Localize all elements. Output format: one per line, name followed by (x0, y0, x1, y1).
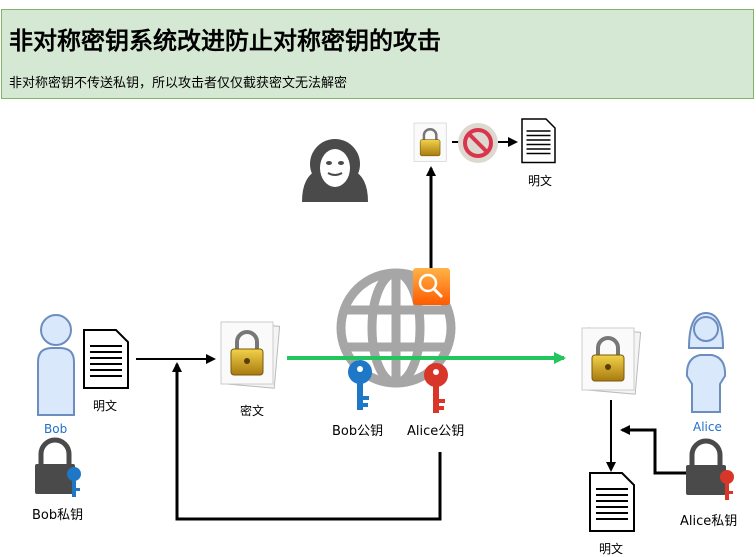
bob-private-key-icon (35, 437, 81, 497)
document-icon (589, 472, 635, 532)
hacker-icon (302, 139, 368, 202)
alice-public-key-icon (424, 363, 448, 413)
bob-user-icon (37, 314, 75, 416)
alice-private-key-icon (686, 438, 734, 500)
encrypted-document-icon (581, 327, 642, 395)
globe-icon (336, 268, 456, 388)
forbidden-icon (458, 123, 498, 163)
page-title: 非对称密钥系统改进防止对称密钥的攻击 (9, 27, 441, 55)
page-subtitle: 非对称密钥不传送私钥，所以攻击者仅仅截获密文无法解密 (9, 76, 348, 91)
alice-public-key-label: Alice公钥 (407, 424, 465, 439)
plaintext-label-alice: 明文 (599, 542, 624, 556)
bob-name-label: Bob (44, 422, 68, 436)
magnifier-icon (413, 268, 450, 305)
plaintext-label-intercepted: 明文 (528, 174, 553, 188)
plaintext-label-bob: 明文 (93, 399, 118, 413)
document-icon (83, 329, 129, 389)
encrypted-document-icon (220, 321, 281, 389)
bob-public-key-icon (348, 360, 372, 410)
intercepted-ciphertext-icon (413, 122, 447, 162)
bob-public-key-label: Bob公钥 (332, 424, 384, 439)
header-banner: 非对称密钥系统改进防止对称密钥的攻击 非对称密钥不传送私钥，所以攻击者仅仅截获密… (1, 9, 754, 99)
bob-private-key-label: Bob私钥 (32, 508, 84, 523)
document-icon (521, 118, 556, 164)
alice-private-key-label: Alice私钥 (680, 514, 738, 529)
connector-lines (136, 137, 686, 521)
ciphertext-label: 密文 (240, 404, 265, 418)
alice-user-icon (685, 311, 727, 413)
alice-name-label: Alice (693, 420, 722, 434)
